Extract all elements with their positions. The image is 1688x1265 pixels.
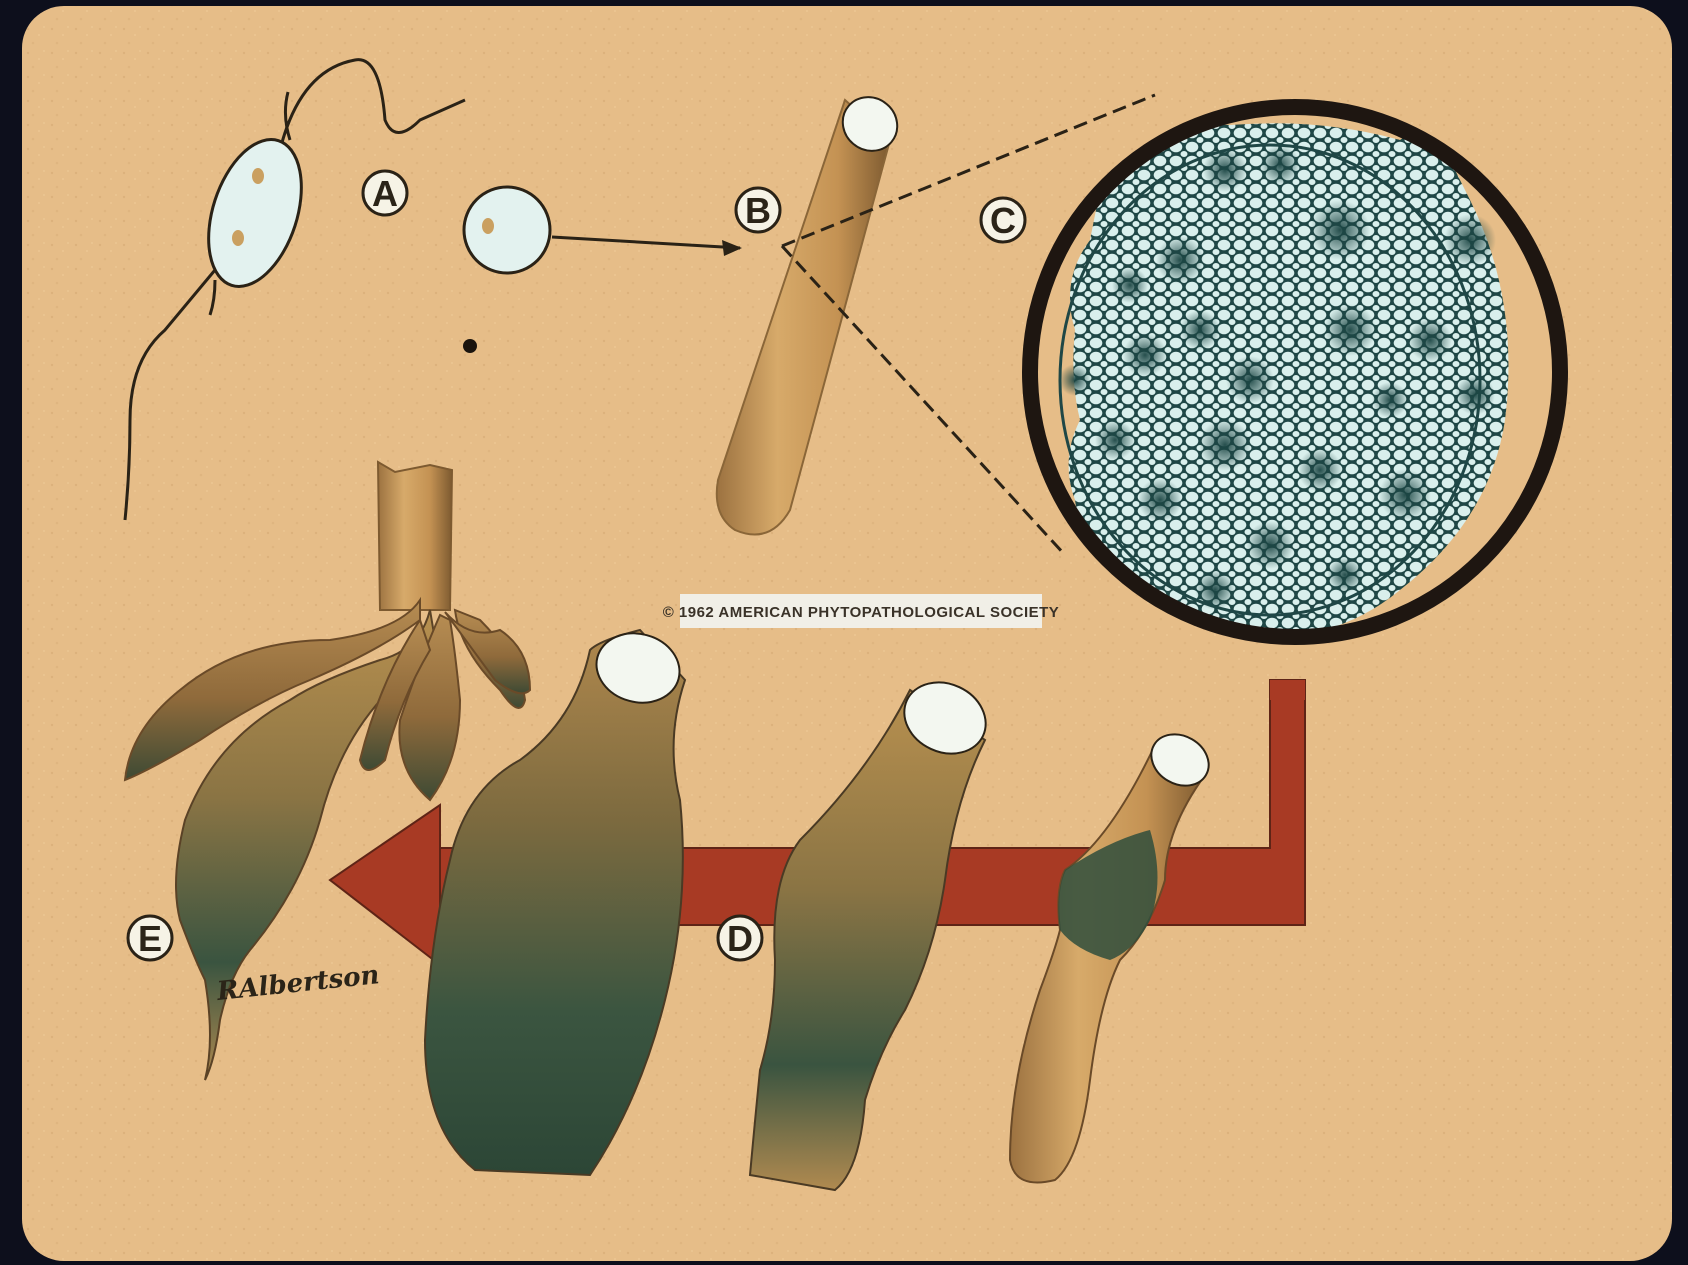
svg-text:D: D — [727, 918, 753, 959]
label-b: B — [736, 188, 780, 232]
label-e: E — [128, 916, 172, 960]
svg-text:© 1962 AMERICAN PHYTOPATHOLOGI: © 1962 AMERICAN PHYTOPATHOLOGICAL SOCIET… — [663, 604, 1060, 621]
svg-text:C: C — [990, 200, 1016, 241]
svg-text:A: A — [372, 173, 398, 214]
label-a: A — [363, 171, 407, 215]
magnified-cross-section — [1030, 107, 1560, 640]
zoospore-encysted — [464, 187, 550, 273]
label-d: D — [718, 916, 762, 960]
copyright-sticker: © 1962 AMERICAN PHYTOPATHOLOGICAL SOCIET… — [663, 594, 1060, 628]
label-c: C — [981, 198, 1025, 242]
svg-text:B: B — [745, 190, 771, 231]
svg-text:E: E — [138, 918, 162, 959]
